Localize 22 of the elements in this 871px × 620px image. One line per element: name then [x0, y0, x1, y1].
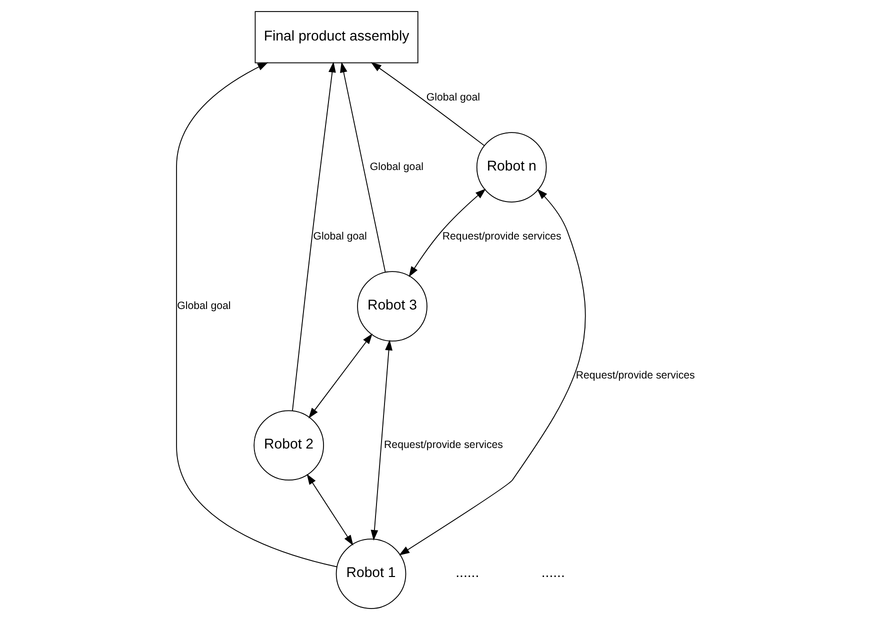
- node-circle: Robot 1: [335, 538, 406, 609]
- edge-label: Global goal: [312, 230, 366, 243]
- label: ......: [540, 564, 564, 580]
- arrow: [370, 62, 484, 146]
- label: ......: [455, 564, 479, 580]
- node-box: Final product assembly: [254, 11, 418, 64]
- edge-label: Request/provide services: [575, 370, 694, 382]
- edge-label: Request/provide services: [384, 439, 502, 452]
- edge-label: Global goal: [176, 300, 230, 312]
- arrow: [308, 333, 372, 418]
- arrow: [340, 62, 386, 273]
- node-circle: Robot 3: [356, 271, 427, 342]
- arrow: [176, 62, 337, 568]
- edge-label: Global goal: [369, 161, 423, 174]
- arrow: [398, 188, 586, 556]
- node-circle: Robot 2: [253, 410, 324, 481]
- edge-label: Request/provide services: [442, 230, 561, 243]
- edge-label: Global goal: [426, 92, 480, 104]
- arrow: [306, 474, 353, 546]
- arrow: [292, 62, 336, 412]
- arrow: [408, 188, 486, 278]
- arrow: [370, 340, 392, 541]
